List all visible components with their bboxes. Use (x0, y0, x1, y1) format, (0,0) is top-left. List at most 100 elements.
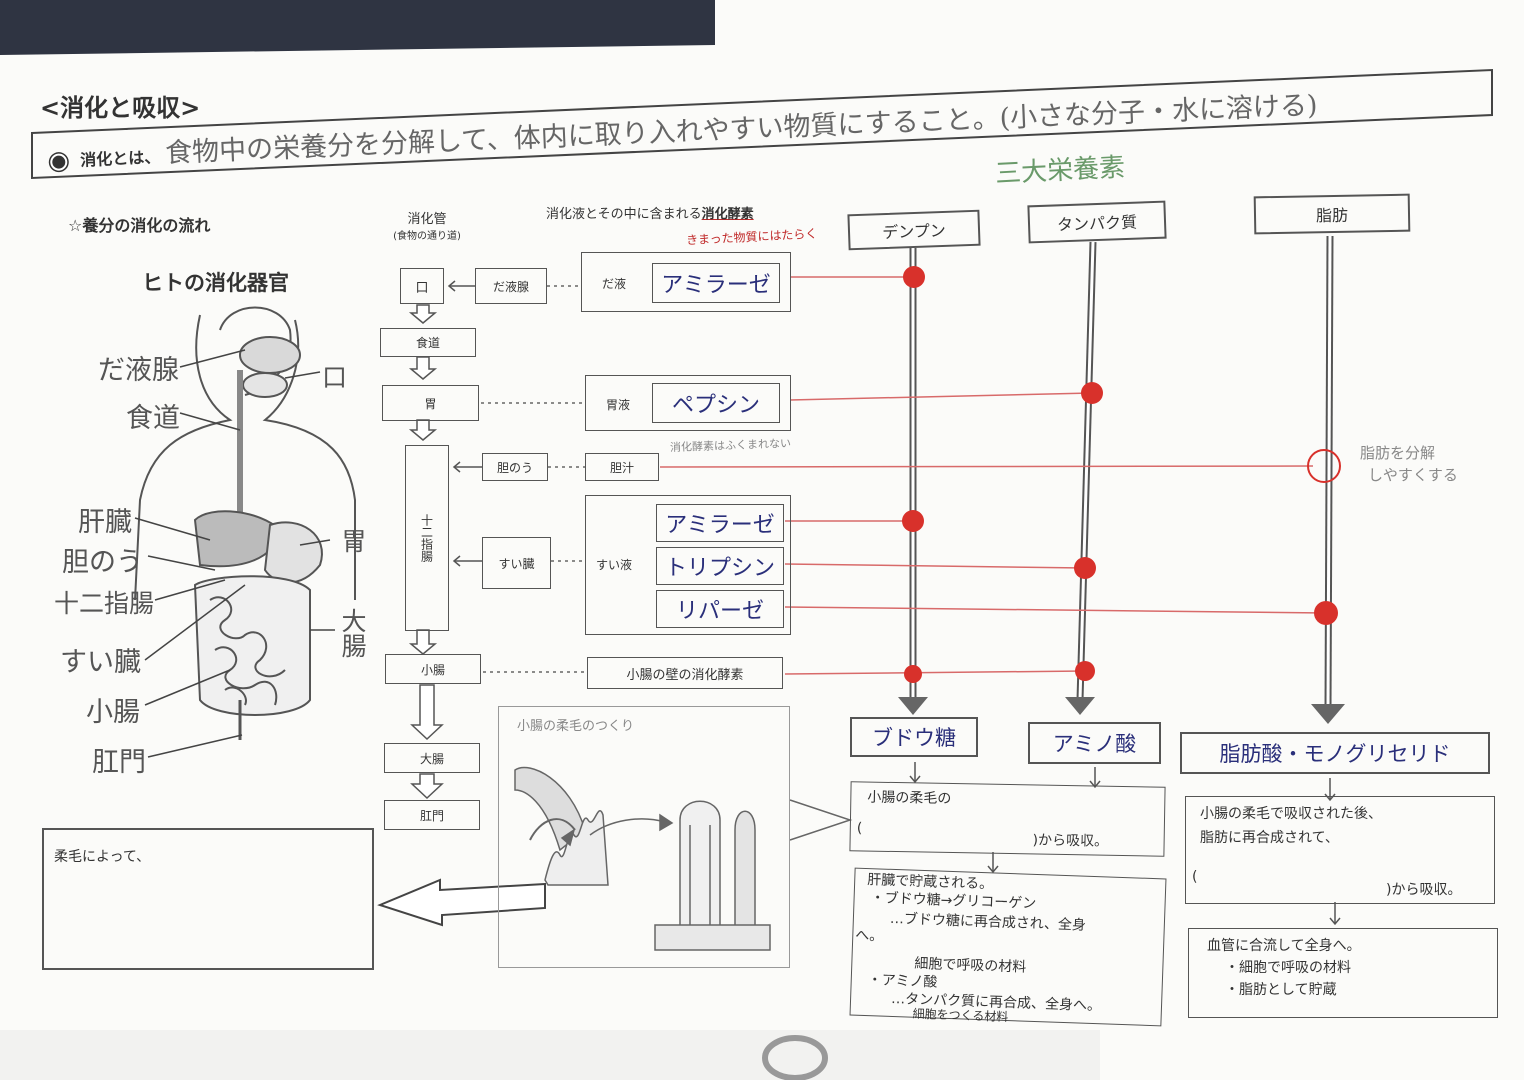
nutrient-protein: タンパク質 (1027, 200, 1167, 244)
nutrient-protein-label: タンパク質 (1056, 212, 1138, 235)
juice-pancreatic-label: すい液 (596, 558, 633, 572)
organ-label-duodenum: 十二指腸 (54, 589, 155, 618)
fat-note-line2: しやすくする (1368, 466, 1458, 484)
liver-line8: 細胞をつくる材料 (912, 1006, 1009, 1025)
liver-line3: …ブドウ糖に再合成され、全身 (889, 910, 1087, 934)
fat-absorption-box: 小腸の柔毛で吸収された後、 脂肪に再合成されて、 ( )から吸収。 (1185, 796, 1495, 904)
fat-box-line3: ( (1192, 869, 1198, 885)
gland-saliva: だ液腺 (475, 268, 547, 304)
tract-header-subtitle: (食物の通り道) (393, 231, 461, 242)
juice-saliva-box: だ液 アミラーゼ (581, 252, 791, 312)
nutrient-fat: 脂肪 (1253, 193, 1411, 235)
organ-label-stomach: 胃 (338, 528, 367, 553)
organ-leader-lines (134, 349, 335, 758)
tract-header-title: 消化管 (407, 212, 447, 227)
organ-label-saliva-gland: だ液腺 (98, 355, 179, 386)
blood-line2: ・細胞で呼吸の材料 (1225, 960, 1351, 976)
bile-emulsify-circle (1307, 449, 1341, 483)
enzyme-action-dots (902, 266, 1338, 683)
gland-saliva-label: だ液腺 (492, 279, 529, 294)
fat-box-line2: 脂肪に再合成されて、 (1200, 830, 1339, 846)
enzyme-trypsin-label: トリプシン (664, 556, 775, 581)
product-glucose-label: ブドウ糖 (872, 726, 956, 750)
villus-absorption-box: 小腸の柔毛の ( )から吸収。 (849, 781, 1166, 857)
dotted-connectors (481, 285, 585, 673)
product-amino-acid-label: アミノ酸 (1052, 732, 1137, 756)
blood-line3: ・脂肪として貯蔵 (1225, 982, 1337, 998)
product-amino-acid: アミノ酸 (1028, 722, 1161, 764)
villus-absorption-line2: ( (856, 820, 863, 837)
nutrient-starch-label: デンプン (881, 220, 947, 243)
villus-callout-pointer (789, 799, 853, 841)
juice-saliva-label: だ液 (602, 277, 627, 291)
tract-large-intestine-label: 大腸 (419, 751, 444, 766)
enzyme-trypsin: トリプシン (656, 547, 784, 585)
juice-gastric-label: 胃液 (606, 398, 631, 412)
enzyme-action-lines (659, 276, 1327, 675)
blood-line1: 血管に合流して全身へ。 (1207, 938, 1361, 954)
tract-mouth: 口 (400, 268, 444, 304)
section-flow-heading: ☆養分の消化の流れ (68, 216, 211, 235)
organ-label-liver: 肝臓 (78, 507, 132, 538)
product-fatty-acid: 脂肪酸・モノグリセリド (1180, 732, 1490, 774)
tract-esophagus: 食道 (380, 328, 476, 357)
villi-notes-box[interactable]: 柔毛によって、 (42, 828, 374, 970)
juice-intestinal-label: 小腸の壁の消化酵素 (626, 667, 744, 683)
liver-storage-box: 肝臓で貯蔵される。 ・ブドウ糖→グリコーゲン …ブドウ糖に再合成され、全身 へ。… (849, 867, 1167, 1027)
enzyme-lipase: リパーゼ (656, 590, 784, 628)
fat-box-line4: )から吸収。 (1386, 882, 1462, 898)
gland-gallbladder: 胆のう (482, 453, 548, 481)
enzyme-header: 消化液とその中に含まれる消化酵素 (546, 203, 754, 222)
organ-label-mouth: 口 (322, 363, 348, 392)
organ-label-anus: 肛門 (92, 747, 146, 778)
tract-esophagus-label: 食道 (415, 336, 440, 350)
liver-line4: へ。 (855, 927, 884, 945)
tract-small-intestine: 小腸 (385, 654, 481, 684)
digestive-organ-diagram (134, 306, 356, 740)
organ-label-large-intestine: 大腸 (338, 608, 367, 658)
tract-stomach-label: 胃 (424, 396, 437, 411)
juice-bile-box: 胆汁 (585, 453, 659, 481)
juice-intestinal-box: 小腸の壁の消化酵素 (587, 657, 783, 689)
enzyme-amylase-saliva: アミラーゼ (652, 263, 780, 303)
villus-structure-panel: 小腸の柔毛のつくり (498, 706, 790, 968)
page-title: <消化と吸収> (40, 94, 201, 122)
villi-notes-line1: 柔毛によって、 (54, 849, 151, 865)
enzyme-header-emphasis: 消化酵素 (701, 207, 754, 222)
nutrient-starch: デンプン (847, 209, 981, 251)
nutrient-fat-label: 脂肪 (1315, 205, 1349, 226)
juice-gastric-box: 胃液 ペプシン (585, 375, 791, 431)
fat-box-line1: 小腸の柔毛で吸収された後、 (1200, 806, 1382, 822)
enzyme-lipase-label: リパーゼ (675, 599, 764, 624)
organ-label-gallbladder: 胆のう (62, 547, 143, 578)
enzyme-amylase-saliva-label: アミラーゼ (661, 273, 771, 298)
paper-bottom-shadow (0, 1030, 1100, 1080)
villus-structure-title: 小腸の柔毛のつくり (517, 719, 635, 734)
tract-stomach: 胃 (382, 385, 479, 421)
gland-pancreas-label: すい臓 (498, 556, 535, 571)
binder-ring (762, 1035, 828, 1080)
enzyme-pepsin-label: ペプシン (671, 393, 760, 418)
enzyme-header-prefix: 消化液とその中に含まれる (546, 207, 702, 222)
tract-small-intestine-label: 小腸 (420, 662, 445, 677)
product-glucose: ブドウ糖 (850, 717, 978, 757)
juice-bile-label: 胆汁 (609, 460, 634, 475)
fat-note: 脂肪を分解 しやすくする (1360, 442, 1458, 486)
gland-gallbladder-label: 胆のう (496, 460, 533, 475)
bullet-icon (49, 153, 68, 171)
juice-pancreatic-box: すい液 アミラーゼ トリプシン リパーゼ (585, 495, 791, 635)
enzyme-pepsin: ペプシン (652, 383, 780, 423)
gland-pancreas: すい臓 (482, 537, 551, 589)
villus-sketch (514, 766, 771, 951)
organ-label-esophagus: 食道 (126, 403, 180, 434)
enzyme-amylase-pancreatic-label: アミラーゼ (665, 513, 775, 538)
tract-large-intestine: 大腸 (384, 743, 480, 773)
organ-diagram-title: ヒトの消化器官 (142, 271, 289, 295)
tract-flow-arrows (408, 304, 444, 800)
fat-note-line1: 脂肪を分解 (1360, 444, 1436, 462)
tract-header: 消化管 (食物の通り道) (378, 208, 476, 242)
gland-arrows (447, 280, 482, 567)
tract-anus: 肛門 (384, 800, 480, 830)
